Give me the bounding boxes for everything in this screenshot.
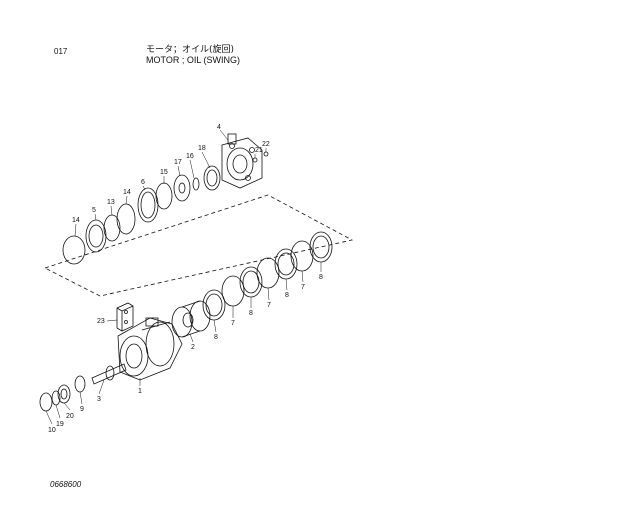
callout-5: 5 xyxy=(92,207,96,214)
part-9-collar xyxy=(74,375,86,393)
callout-10: 10 xyxy=(48,427,56,434)
callout-15: 15 xyxy=(160,169,168,176)
callout-22: 22 xyxy=(262,141,270,148)
callout-21: 21 xyxy=(255,147,263,154)
callout-20: 20 xyxy=(66,413,74,420)
callout-14-upper: 14 xyxy=(123,189,131,196)
callout-13: 13 xyxy=(107,199,115,206)
part-23-valve-block xyxy=(116,302,134,332)
part-18-bearing xyxy=(203,165,221,191)
callout-8-d: 8 xyxy=(319,274,323,281)
callout-9: 9 xyxy=(80,406,84,413)
callout-8-b: 8 xyxy=(249,310,253,317)
part-10-snap-ring xyxy=(39,392,53,412)
callout-16: 16 xyxy=(186,153,194,160)
assembly-boundary xyxy=(44,194,354,297)
callout-7-b: 7 xyxy=(267,302,271,309)
part-1-housing xyxy=(117,317,183,381)
callout-labels: 4 21 22 18 16 17 15 6 14 13 5 14 23 2 8 … xyxy=(48,124,323,434)
callout-7-a: 7 xyxy=(231,320,235,327)
part-16-pin xyxy=(192,177,200,191)
part-17-plate xyxy=(173,174,191,202)
callout-8-a: 8 xyxy=(214,334,218,341)
part-4-cover xyxy=(221,133,263,189)
part-2-cylinder-block xyxy=(171,300,211,338)
callout-23: 23 xyxy=(97,318,105,325)
title-english: MOTOR ; OIL (SWING) xyxy=(146,55,240,65)
callout-3: 3 xyxy=(97,396,101,403)
part-3-shaft xyxy=(91,363,127,385)
callout-14-lower: 14 xyxy=(72,217,80,224)
leader-lines xyxy=(45,129,322,425)
callout-4: 4 xyxy=(217,124,221,131)
callout-2: 2 xyxy=(191,344,195,351)
callout-19: 19 xyxy=(56,421,64,428)
part-14-oring-lower xyxy=(62,235,86,265)
callout-6: 6 xyxy=(141,179,145,186)
callout-18: 18 xyxy=(198,145,206,152)
drawing-code: 0668600 xyxy=(50,480,82,489)
callout-7-c: 7 xyxy=(301,284,305,291)
part-5-plate xyxy=(85,219,107,253)
part-13-ring xyxy=(103,214,121,242)
page-id: 017 xyxy=(54,47,68,56)
callout-17: 17 xyxy=(174,159,182,166)
title-japanese: モータ；オイル(旋回) xyxy=(146,45,235,55)
callout-1: 1 xyxy=(138,388,142,395)
part-6-separator xyxy=(137,187,159,223)
callout-8-c: 8 xyxy=(285,292,289,299)
part-22-plug xyxy=(263,151,269,157)
part-21-plug xyxy=(252,157,258,163)
